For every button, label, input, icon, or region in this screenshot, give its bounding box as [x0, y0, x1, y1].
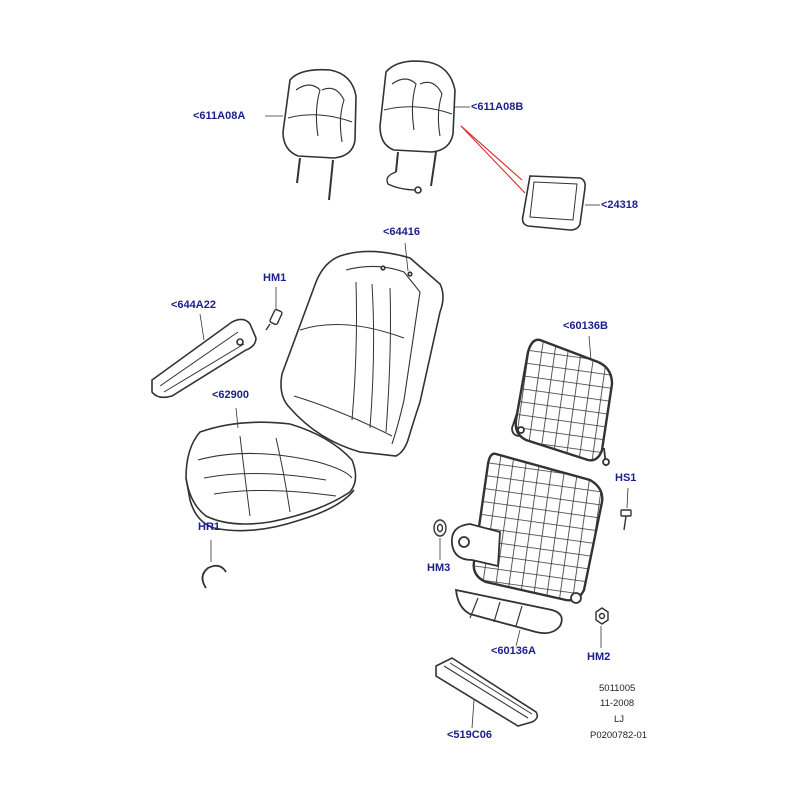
leader-644a22: [199, 313, 205, 341]
headrest-a-illustration: [282, 68, 357, 201]
footer-illustration-id: P0200782-01: [590, 730, 648, 741]
armrest-illustration: [151, 318, 257, 399]
headrest-insert-illustration: [521, 175, 586, 231]
cushion-cover-illustration: [185, 421, 357, 532]
red-leader-lower: [460, 125, 526, 194]
callout-hs1[interactable]: HS1: [615, 472, 637, 484]
callout-611a08a[interactable]: <611A08A: [193, 110, 246, 122]
footer-date: 11-2008: [600, 698, 635, 709]
footer-code: 5011005: [599, 683, 636, 694]
callout-62900[interactable]: <62900: [212, 389, 250, 401]
footer-initials: LJ: [614, 714, 625, 725]
callout-611a08b[interactable]: <611A08B: [471, 101, 524, 113]
backrest-cover-illustration: [280, 250, 444, 457]
callout-hm2[interactable]: HM2: [587, 651, 611, 663]
callout-hr1[interactable]: HR1: [198, 521, 221, 533]
hs1-bolt-illustration: [620, 509, 632, 531]
hm2-nut-illustration: [595, 607, 609, 625]
callout-519c06[interactable]: <519C06: [447, 729, 492, 741]
leader-60136b: [588, 335, 592, 361]
callout-hm1[interactable]: HM1: [263, 272, 287, 284]
hm1-screw-illustration: [265, 308, 283, 331]
red-leader-upper: [460, 125, 523, 181]
callout-644a22[interactable]: <644A22: [171, 299, 216, 311]
back-frame-illustration: [511, 338, 614, 467]
headrest-b-illustration: [379, 60, 456, 194]
cushion-frame-illustration: [450, 452, 604, 635]
leader-60136a: [515, 629, 521, 647]
hr1-hog-ring-illustration: [201, 564, 227, 589]
hm3-nut-illustration: [433, 519, 447, 537]
callout-60136a[interactable]: <60136A: [491, 645, 536, 657]
callout-64416[interactable]: <64416: [383, 226, 421, 238]
callout-24318[interactable]: <24318: [601, 199, 639, 211]
leader-64416: [404, 242, 409, 272]
trim-strip-illustration: [435, 657, 539, 727]
leader-62900: [235, 407, 239, 429]
callout-hm3[interactable]: HM3: [427, 562, 451, 574]
leader-hs1: [626, 487, 629, 509]
callout-60136b[interactable]: <60136B: [563, 320, 608, 332]
leader-519c06: [471, 699, 475, 729]
